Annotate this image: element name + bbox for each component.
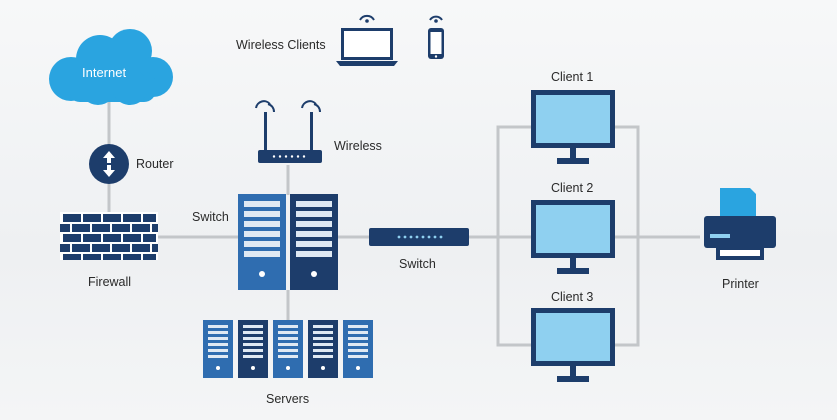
client3-label: Client 3 (551, 290, 594, 304)
cloud-icon (49, 29, 173, 105)
printer-icon (704, 188, 776, 260)
printer-label: Printer (722, 277, 759, 291)
client1-monitor-icon (531, 90, 615, 164)
router-icon (89, 144, 129, 184)
server-tower-pair-icon (238, 194, 338, 290)
network-switch-icon (369, 228, 469, 246)
wireless-label: Wireless (334, 139, 382, 153)
wireless-router-icon (255, 100, 322, 163)
internet-cloud: Internet (38, 27, 178, 107)
firewall-icon (60, 212, 158, 260)
servers-icon (203, 320, 373, 378)
laptop-icon (336, 14, 398, 66)
switch-left-label: Switch (192, 210, 229, 224)
client3-monitor-icon (531, 308, 615, 382)
switch-center-label: Switch (399, 257, 436, 271)
servers-label: Servers (266, 392, 310, 406)
smartphone-icon (428, 15, 444, 59)
internet-label: Internet (82, 65, 127, 80)
wireless-clients-label: Wireless Clients (236, 38, 326, 52)
client2-monitor-icon (531, 200, 615, 274)
firewall-label: Firewall (88, 275, 132, 289)
client2-label: Client 2 (551, 181, 594, 195)
router-label: Router (136, 157, 174, 171)
client1-label: Client 1 (551, 70, 594, 84)
